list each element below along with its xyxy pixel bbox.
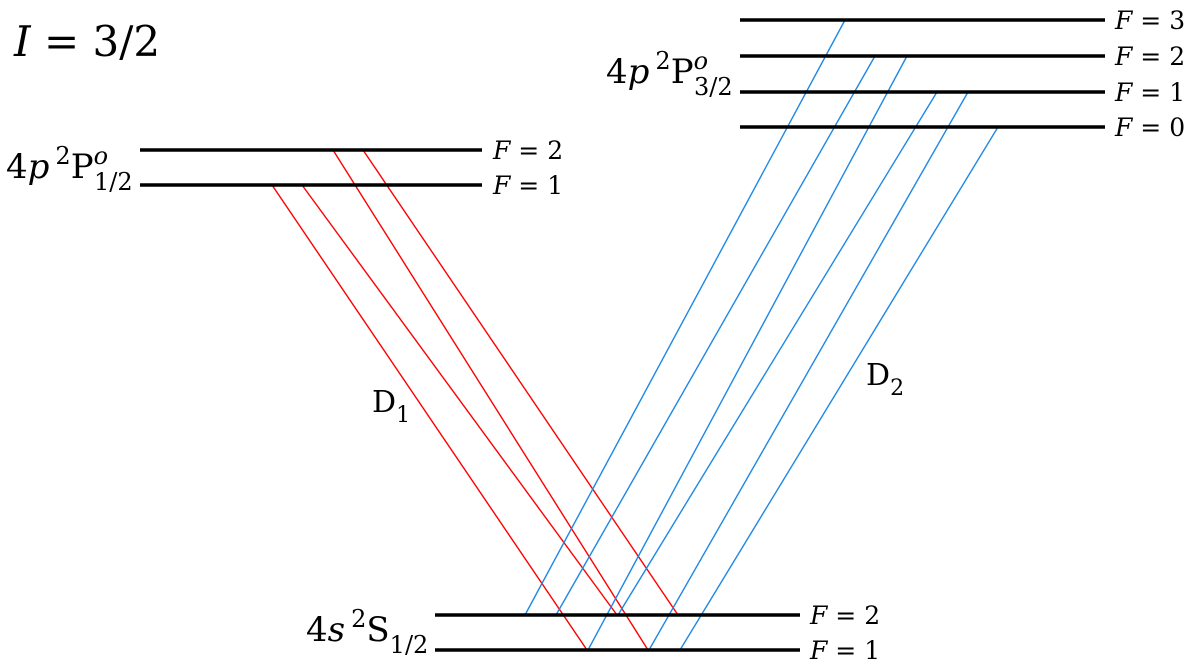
d1-line-f2-f2: [362, 149, 679, 616]
p12-f1-label: F = 1: [492, 171, 563, 200]
p32-f3-label: F = 3: [1114, 6, 1185, 35]
d1-line-f1-f2: [301, 184, 618, 616]
term-l: p: [628, 52, 650, 92]
d1-line-f1-f1: [271, 184, 588, 651]
nuclear-spin-equals: =: [31, 17, 93, 66]
term-L: P: [71, 147, 94, 187]
d2-line-1-2: [617, 91, 938, 616]
d1-line-f2-f1: [332, 149, 649, 651]
term-L: P: [671, 52, 694, 92]
d2-line-1-1: [648, 91, 969, 651]
term-J: 1/2: [390, 631, 429, 659]
d2-line-3-2: [524, 19, 846, 616]
term-l: p: [28, 147, 50, 187]
term-multiplicity: 2: [655, 47, 670, 75]
d1-transitions: [271, 149, 679, 651]
p12-f2-label: F = 2: [492, 136, 563, 165]
d1-label: D1: [372, 385, 410, 428]
s12-f2-label: F = 2: [809, 601, 880, 630]
nuclear-spin-symbol: I: [13, 17, 32, 66]
term-n: 4: [606, 52, 628, 92]
term-parity: o: [94, 142, 108, 170]
term-l: s: [328, 610, 345, 650]
d2-line-2-2: [555, 55, 876, 616]
d2-line-0-1: [679, 126, 999, 651]
term-parity: o: [694, 47, 708, 75]
p32-f1-label: F = 1: [1114, 78, 1185, 107]
p32-f2-label: F = 2: [1114, 42, 1185, 71]
term-n: 4: [306, 610, 328, 650]
d2-transitions: [524, 19, 999, 651]
s12-f1-label: F = 1: [809, 636, 880, 665]
term-multiplicity: 2: [351, 605, 366, 633]
term-L: S: [366, 610, 389, 650]
term-J: 3/2: [694, 73, 733, 101]
d2-line-2-1: [587, 55, 908, 651]
term-J: 1/2: [94, 168, 133, 196]
term-multiplicity: 2: [55, 142, 70, 170]
p32-f0-label: F = 0: [1114, 113, 1185, 142]
d2-label: D2: [866, 358, 904, 401]
nuclear-spin-value: 3/2: [93, 17, 161, 66]
nuclear-spin-label: I = 3/2: [13, 17, 160, 66]
term-n: 4: [6, 147, 28, 187]
